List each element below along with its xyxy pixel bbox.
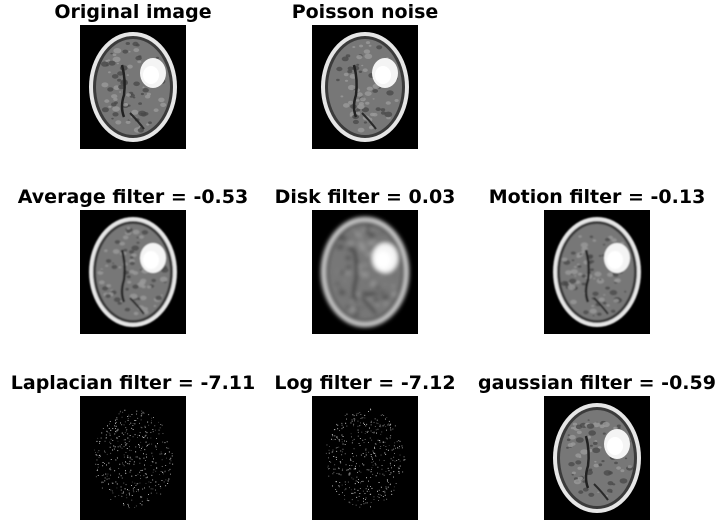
title-poisson-noise: Poisson noise: [291, 1, 439, 23]
title-gaussian-filter: gaussian filter = -0.59: [478, 372, 716, 394]
image-log-filter: [312, 396, 418, 520]
image-poisson-noise: [312, 25, 418, 149]
title-disk-filter: Disk filter = 0.03: [274, 186, 456, 208]
image-original: [80, 25, 186, 149]
image-gaussian-filter: [544, 396, 650, 520]
title-laplacian-filter: Laplacian filter = -7.11: [10, 372, 256, 394]
title-motion-filter: Motion filter = -0.13: [488, 186, 706, 208]
image-laplacian-filter: [80, 396, 186, 520]
image-average-filter: [80, 210, 186, 334]
image-disk-filter: [312, 210, 418, 334]
title-average-filter: Average filter = -0.53: [17, 186, 249, 208]
title-original-image: Original image: [54, 1, 212, 23]
image-motion-filter: [544, 210, 650, 334]
title-log-filter: Log filter = -7.12: [274, 372, 456, 394]
